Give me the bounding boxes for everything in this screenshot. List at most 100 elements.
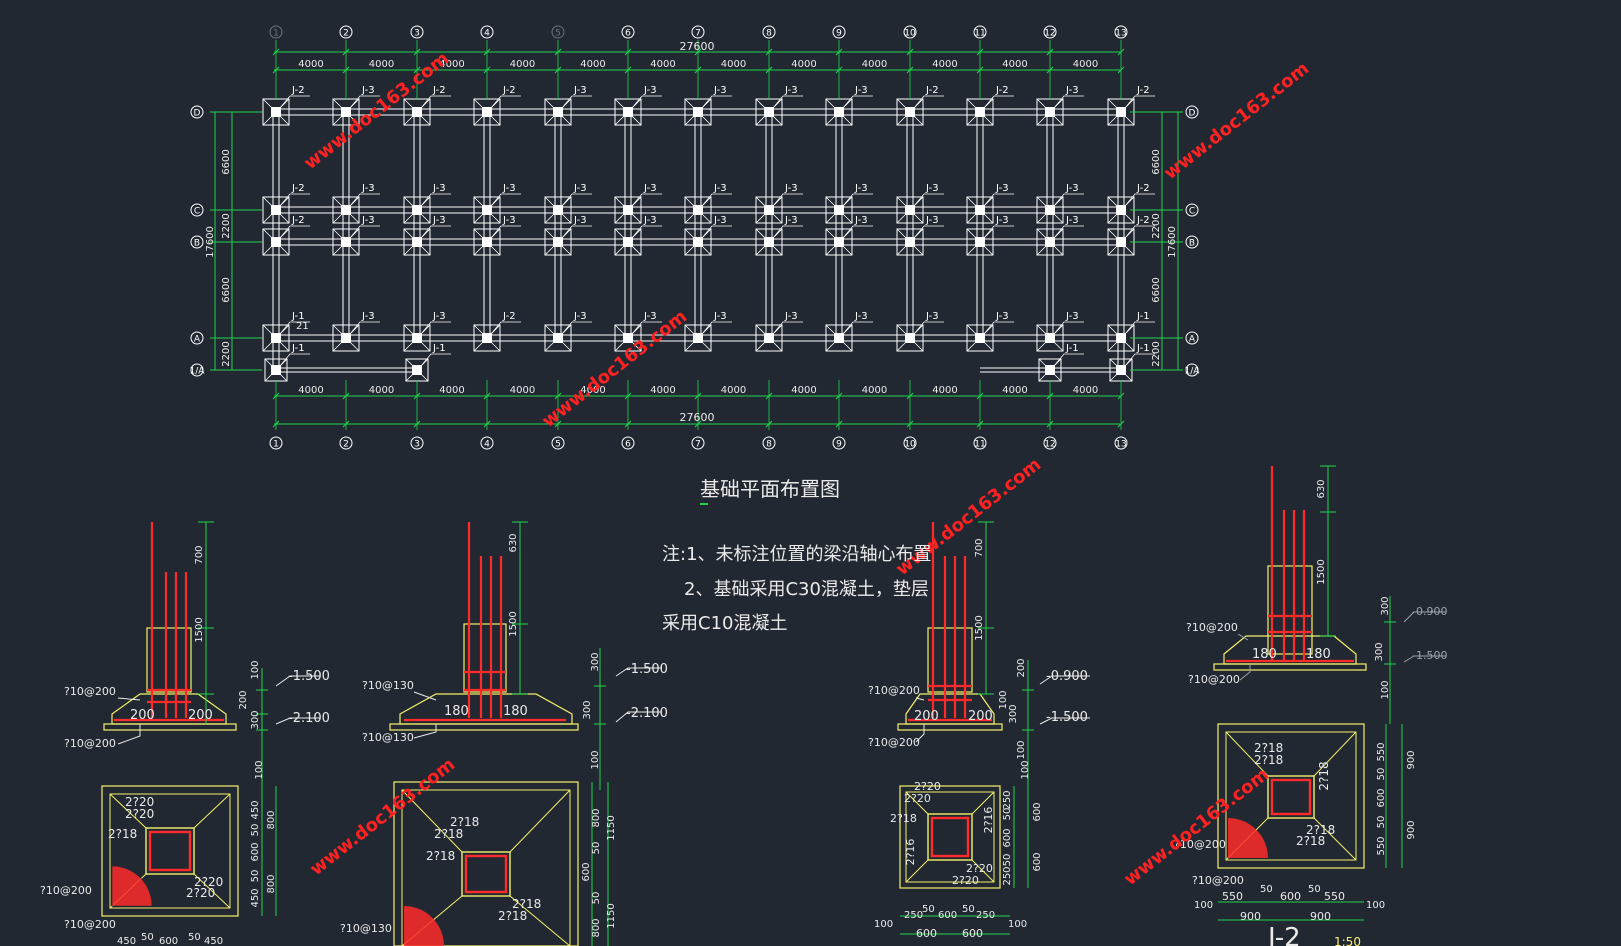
detail-3-rebar-bot: ?10@200 [868, 736, 920, 749]
svg-text:J-3: J-3 [854, 215, 868, 226]
footing-r2-c8 [825, 228, 853, 256]
dim-top-span-5: 4000 [650, 59, 675, 70]
svg-text:J-1: J-1 [1136, 343, 1150, 354]
detail-1: 700 1500 100 200 300 100 200 200 ?10@200… [40, 521, 330, 946]
footing-r3-c7 [755, 324, 783, 352]
detail-4-dim-o2: 900 [1406, 820, 1417, 839]
detail-3-bar6: 2?20 [966, 862, 993, 875]
tag-tag_row_A-4: J-3 [561, 311, 592, 335]
dim-bottom-span-0: 4000 [298, 385, 323, 396]
tag-tag_row_D-12: J-2 [1124, 85, 1155, 109]
detail-1-dim-b2: 50 [141, 932, 154, 943]
detail-4-bar3: 2?18 [1317, 761, 1331, 790]
plan-width-span-right-1: 6600 [1151, 149, 1162, 174]
plan-total-width-left: 17600 [205, 226, 216, 258]
detail-3-h-a: 200 [1016, 658, 1027, 677]
detail-4-bar5: 2?18 [1296, 834, 1325, 848]
dim-top-span-4: 4000 [580, 59, 605, 70]
svg-text:13: 13 [1115, 29, 1126, 39]
tag-tag_row_A-8: J-3 [842, 311, 873, 335]
detail-4-w-left: 180 [1252, 647, 1277, 662]
axis-top-12: 12 [1043, 25, 1057, 39]
svg-text:5: 5 [555, 29, 561, 39]
svg-text:B: B [194, 239, 200, 249]
svg-text:11: 11 [974, 440, 985, 450]
detail-1-dim-r4: 50 [250, 870, 261, 883]
detail-4-dim-b5: 550 [1324, 890, 1345, 903]
detail-4-h-ped: 1500 [1316, 559, 1327, 584]
svg-text:C: C [194, 207, 200, 217]
tag-tag_row_D-11: J-3 [1053, 85, 1084, 109]
tag-tag_row_B-8: J-3 [842, 215, 873, 239]
svg-text:5: 5 [555, 440, 561, 450]
tag-1a-2: J-1 [1053, 343, 1084, 367]
axis-left-3: A [190, 331, 204, 345]
svg-text:7: 7 [695, 29, 701, 39]
tag-tag_row_C-4: J-3 [561, 183, 592, 207]
footing-r2-c5 [614, 228, 642, 256]
plan-dimension-texts: 4000400040004000400040004000400040004000… [298, 59, 1098, 396]
footing-1a-3 [1109, 358, 1133, 382]
dim-top-span-9: 4000 [932, 59, 957, 70]
footing-r3-c10 [966, 324, 994, 352]
footing-r1-c11 [1036, 196, 1064, 224]
detail-4-dim-b1: 550 [1222, 890, 1243, 903]
dim-bottom-span-1: 4000 [369, 385, 394, 396]
tag-tag_row_D-9: J-2 [913, 85, 944, 109]
dim-bottom-span-8: 4000 [862, 385, 887, 396]
svg-text:J-3: J-3 [784, 85, 798, 96]
svg-text:J-3: J-3 [784, 311, 798, 322]
svg-text:12: 12 [1044, 440, 1055, 450]
dim-bottom-span-6: 4000 [721, 385, 746, 396]
dim-bottom-span-2: 4000 [439, 385, 464, 396]
detail-2-bar1: 2?18 [450, 815, 479, 829]
svg-text:J-1: J-1 [291, 343, 305, 354]
svg-text:J-3: J-3 [502, 215, 516, 226]
detail-4-bar1: 2?18 [1254, 741, 1283, 755]
tag-tag_row_B-11: J-3 [1053, 215, 1084, 239]
svg-text:J-1: J-1 [432, 343, 446, 354]
detail-3-dim-r4: 50 [1002, 854, 1013, 867]
tag-tag_row_D-7: J-3 [772, 85, 803, 109]
footing-r3-c8 [825, 324, 853, 352]
detail-1-dim-b5: 450 [204, 936, 223, 946]
svg-text:J-3: J-3 [1065, 183, 1079, 194]
svg-text:J-3: J-3 [1065, 311, 1079, 322]
detail-2-bar4: 2?18 [512, 897, 541, 911]
footing-r3-c4 [544, 324, 572, 352]
tag-tag_row_A-0: J-1 [279, 311, 310, 335]
tag-tag_row_B-3: J-3 [490, 215, 521, 239]
axis-bottom-9: 9 [832, 436, 846, 450]
tag-tag_row_C-10: J-3 [983, 183, 1014, 207]
footing-r1-c5 [614, 196, 642, 224]
detail-2-bar2: 2?18 [434, 827, 463, 841]
footing-1a-1 [405, 358, 429, 382]
dim-bottom-span-9: 4000 [932, 385, 957, 396]
detail-2-elev2: -2.100 [626, 706, 668, 721]
detail-4-dim-r1: 550 [1376, 742, 1387, 761]
svg-text:B: B [1189, 239, 1195, 249]
tag-tag_row_A-3: J-2 [490, 311, 521, 335]
detail-4-scale: 1:50 [1334, 935, 1361, 946]
detail-2-dim-r3: 600 [581, 862, 592, 881]
svg-text:1: 1 [273, 440, 279, 450]
tag-1a-1: J-1 [420, 343, 451, 367]
detail-3-dim-b6: 100 [1008, 919, 1027, 930]
detail-1-bar1: 2?20 [125, 795, 154, 809]
detail-1-dim-r1: 450 [250, 800, 261, 819]
svg-text:J-3: J-3 [432, 311, 446, 322]
detail-1-h-ped: 1500 [194, 617, 205, 642]
footing-r1-c10 [966, 196, 994, 224]
detail-3-h-c: 100 [998, 690, 1009, 709]
svg-text:J-3: J-3 [995, 311, 1009, 322]
axis-bottom-3: 3 [410, 436, 424, 450]
detail-2-bar5: 2?18 [498, 909, 527, 923]
svg-text:J-2: J-2 [502, 85, 516, 96]
svg-text:J-3: J-3 [573, 183, 587, 194]
svg-text:4: 4 [484, 440, 490, 450]
svg-text:2: 2 [343, 440, 349, 450]
svg-text:J-3: J-3 [361, 85, 375, 96]
detail-4-dim-o1: 900 [1406, 750, 1417, 769]
